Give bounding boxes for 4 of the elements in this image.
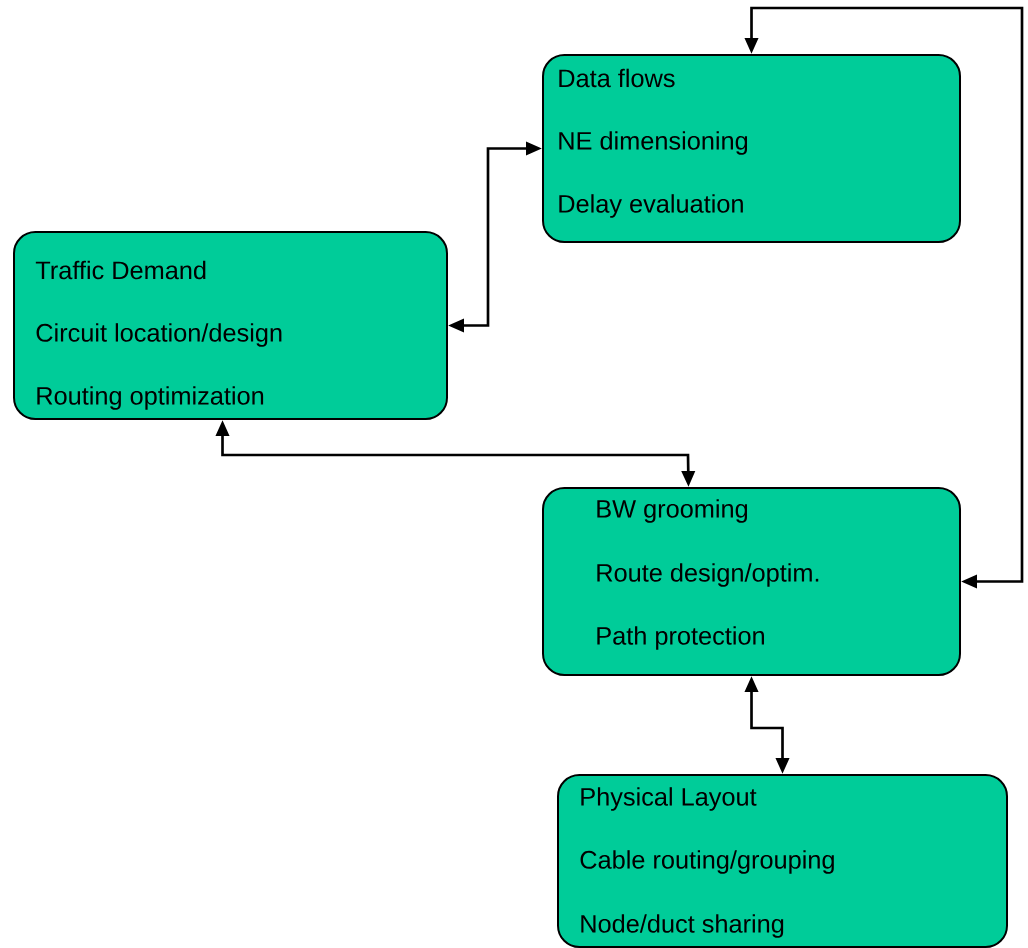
process-box: Data flows NE dimensioning Delay evaluation — [542, 54, 961, 243]
process-box: Traffic Demand Circuit location/design Routing optimization — [13, 231, 448, 420]
process-box: Physical Layout Cable routing/grouping Node/duct sharing — [557, 774, 1008, 948]
process-box: BW grooming Route design/optim. Path protection — [542, 487, 961, 676]
